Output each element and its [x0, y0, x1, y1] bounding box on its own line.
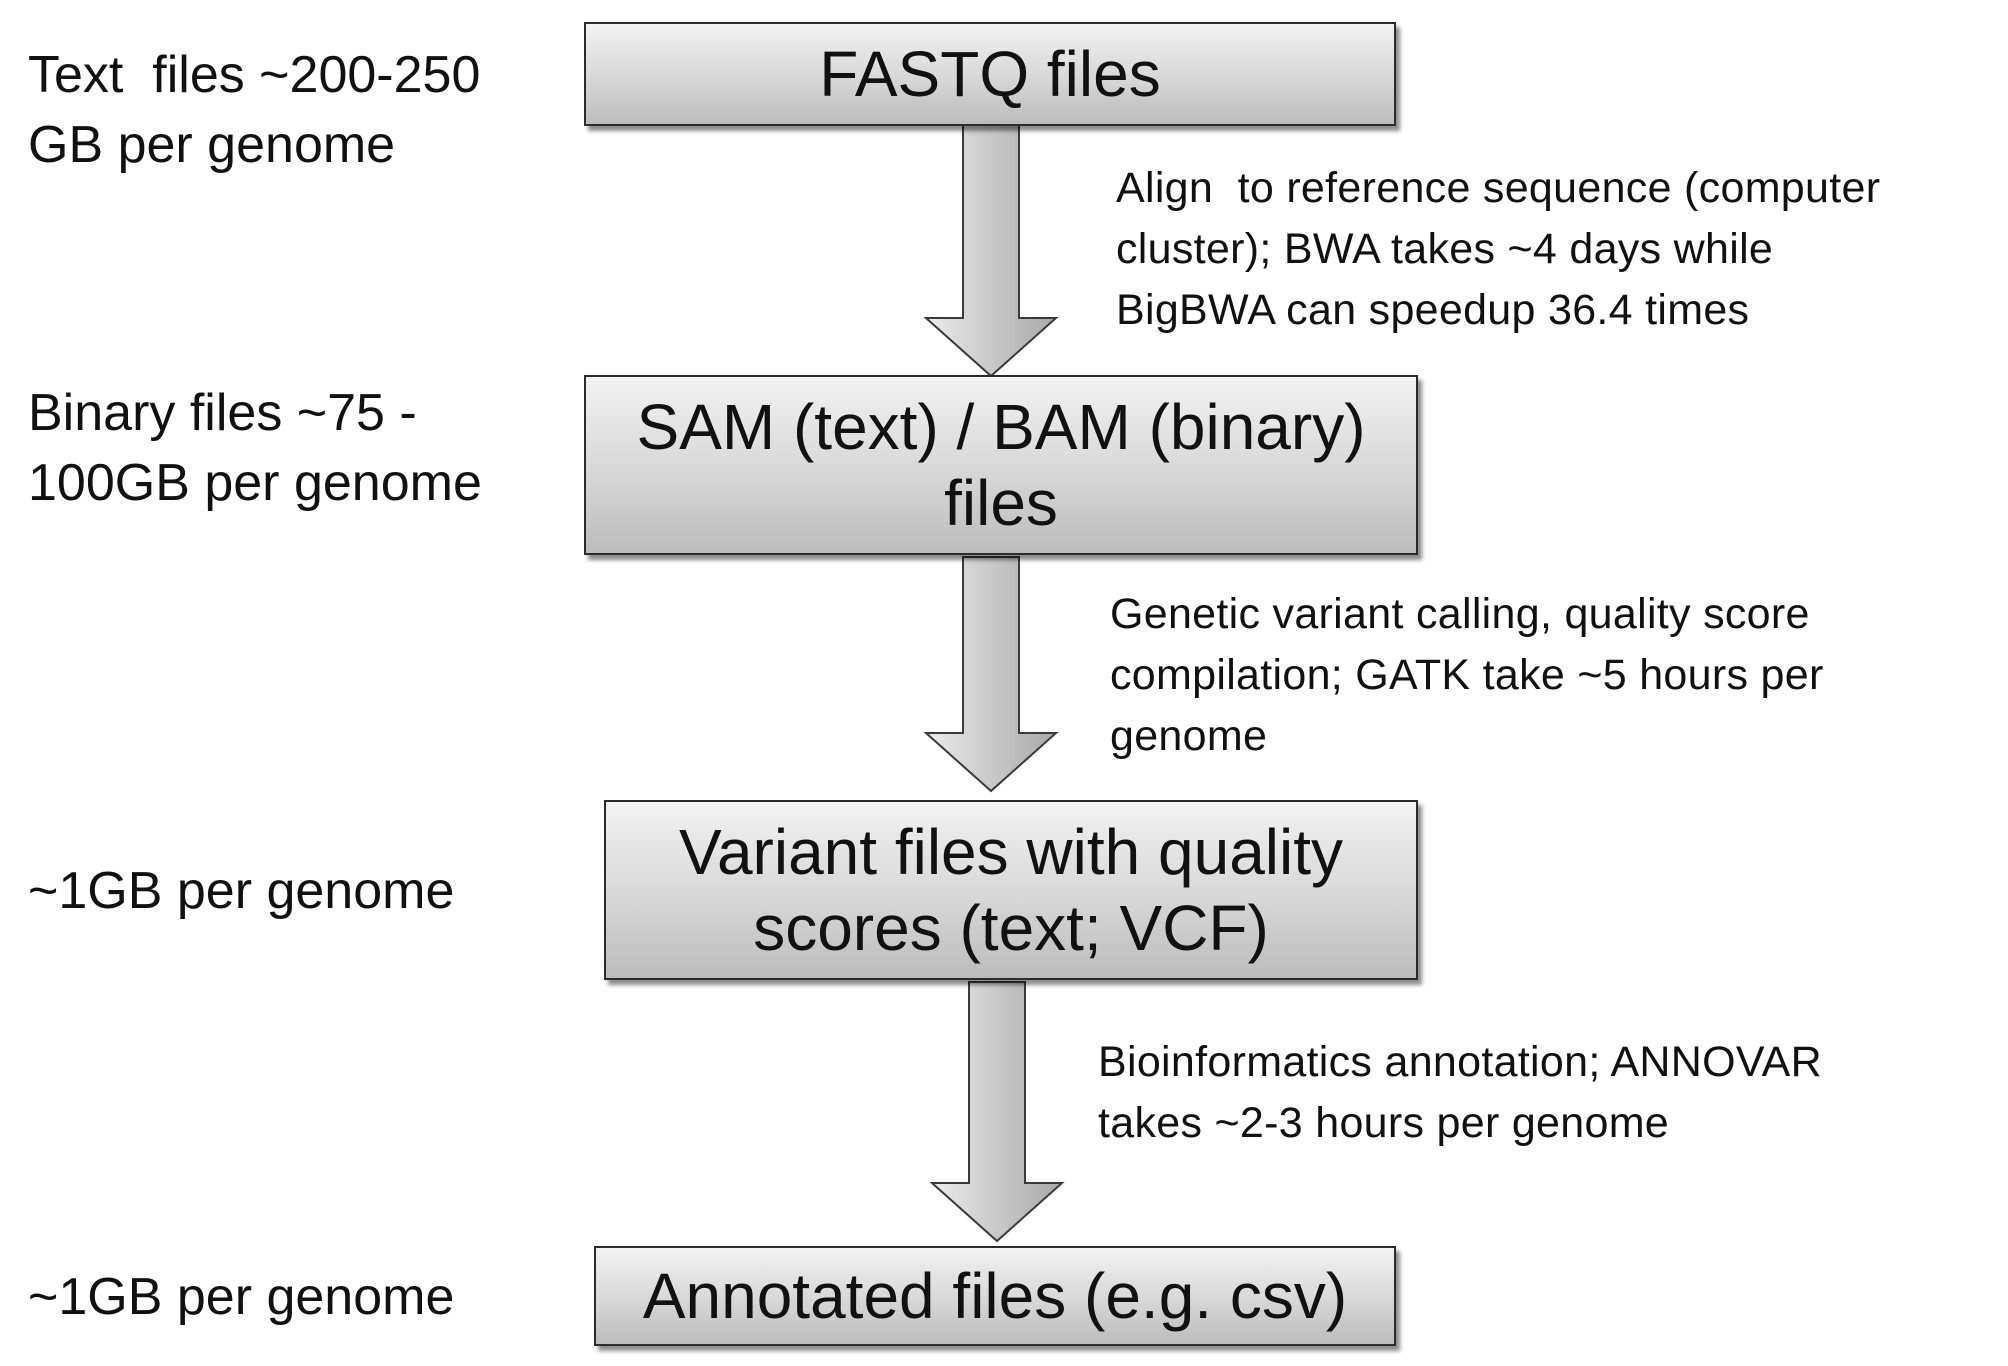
node-annotated-files: Annotated files (e.g. csv) [594, 1246, 1396, 1346]
edge-label-annotation-line-2: takes ~2-3 hours per genome [1098, 1099, 1670, 1147]
edge-label-alignment: Align to reference sequence (computer cl… [1116, 158, 1880, 341]
edge-label-variant-calling: Genetic variant calling, quality score c… [1110, 584, 1824, 767]
size-label-annotated: ~1GB per genome [28, 1262, 454, 1332]
node-fastq-label: FASTQ files [819, 38, 1161, 110]
arrow-sam-to-variant [923, 556, 1059, 793]
arrow-variant-to-annotated [929, 981, 1065, 1243]
node-fastq-files: FASTQ files [584, 22, 1396, 126]
node-sam-bam-label-line-1: SAM (text) / BAM (binary) [636, 391, 1366, 463]
size-label-annotated-line-1: ~1GB per genome [28, 1268, 455, 1326]
edge-label-alignment-line-3: BigBWA can speedup 36.4 times [1116, 286, 1750, 334]
edge-label-variant-calling-line-3: genome [1110, 712, 1268, 760]
node-variant-files: Variant files with quality scores (text;… [604, 800, 1418, 980]
node-sam-bam-files: SAM (text) / BAM (binary) files [584, 375, 1418, 555]
size-label-variant-line-1: ~1GB per genome [28, 862, 455, 920]
node-variant-label-line-2: scores (text; VCF) [753, 892, 1269, 964]
size-label-fastq-line-1: Text files ~200-250 [28, 46, 481, 104]
edge-label-alignment-line-1: Align to reference sequence (computer [1116, 164, 1881, 212]
arrow-fastq-to-sam [923, 119, 1059, 378]
size-label-sam-bam: Binary files ~75 - 100GB per genome [28, 378, 482, 518]
size-label-sam-bam-line-2: 100GB per genome [28, 454, 482, 512]
edge-label-variant-calling-line-1: Genetic variant calling, quality score [1110, 590, 1810, 638]
size-label-fastq-line-2: GB per genome [28, 116, 396, 174]
edge-label-variant-calling-line-2: compilation; GATK take ~5 hours per [1110, 651, 1824, 699]
size-label-fastq: Text files ~200-250 GB per genome [28, 40, 480, 180]
node-variant-label-line-1: Variant files with quality [679, 816, 1343, 888]
edge-label-alignment-line-2: cluster); BWA takes ~4 days while [1116, 225, 1774, 273]
edge-label-annotation: Bioinformatics annotation; ANNOVAR takes… [1098, 1032, 1822, 1154]
node-annotated-label: Annotated files (e.g. csv) [642, 1260, 1348, 1332]
size-label-sam-bam-line-1: Binary files ~75 - [28, 384, 417, 442]
node-sam-bam-label-line-2: files [944, 467, 1058, 539]
size-label-variant: ~1GB per genome [28, 856, 454, 926]
edge-label-annotation-line-1: Bioinformatics annotation; ANNOVAR [1098, 1038, 1823, 1086]
